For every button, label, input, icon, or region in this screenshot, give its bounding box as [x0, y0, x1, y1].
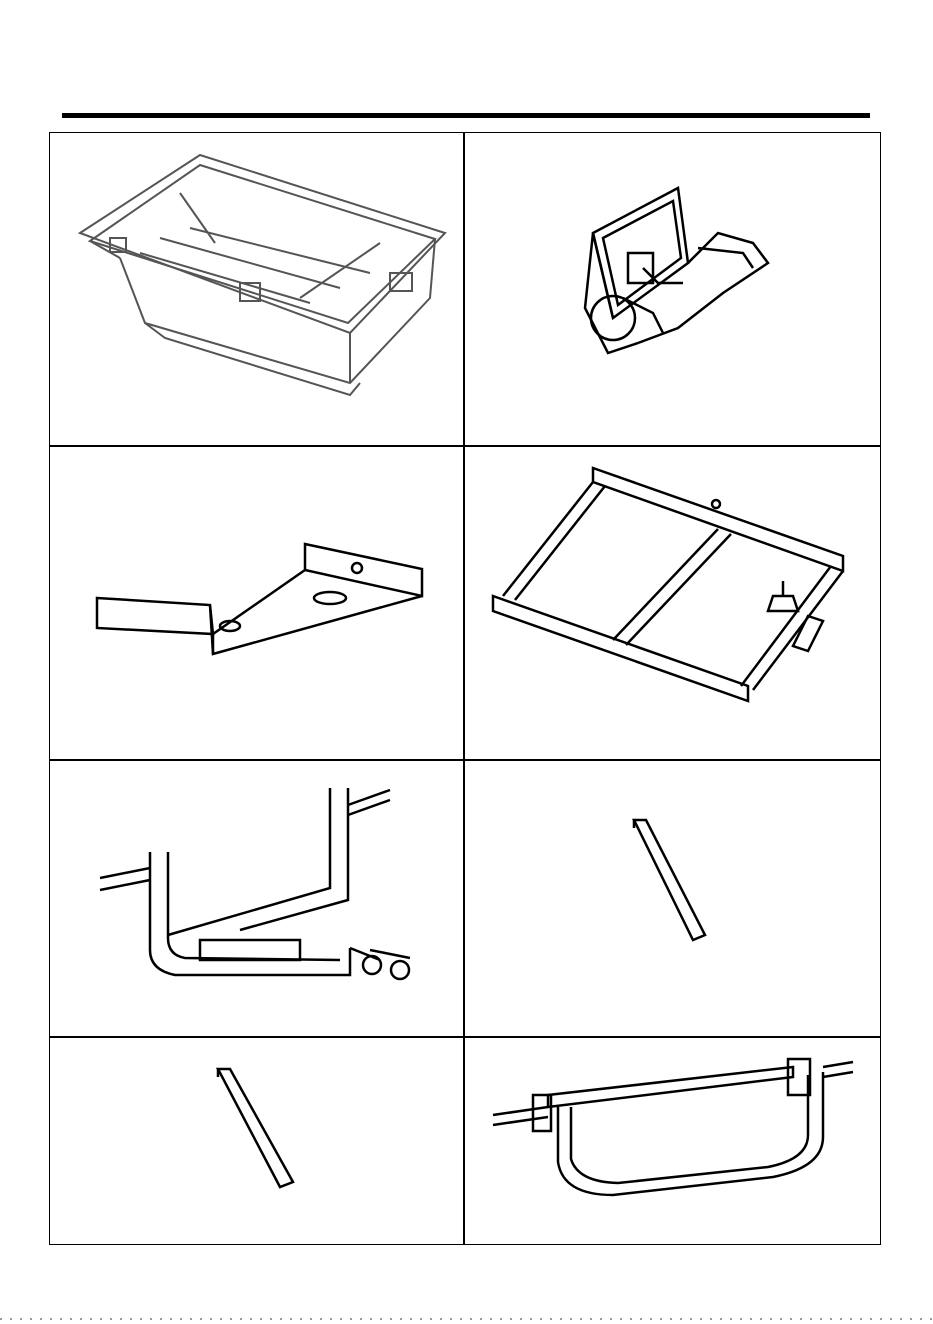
page-edge	[0, 1318, 933, 1320]
hitch-cover-icon	[463, 133, 882, 445]
rear-axle-frame-icon	[463, 1037, 882, 1246]
header-rule	[62, 113, 870, 118]
part-cell-frame	[463, 446, 882, 759]
part-cell-bar-short-2	[50, 1037, 463, 1246]
part-cell-plate	[50, 446, 463, 759]
part-cell-basket	[50, 133, 463, 445]
part-cell-rear-axle-frame	[463, 1037, 882, 1246]
basket-icon	[50, 133, 463, 445]
part-cell-front-axle-frame	[50, 760, 463, 1036]
frame-icon	[463, 446, 882, 759]
bar-short-1-icon	[463, 760, 882, 1036]
front-axle-frame-icon	[50, 760, 463, 1036]
bar-short-2-icon	[50, 1037, 463, 1246]
plate-icon	[50, 446, 463, 759]
part-cell-bar-short-1	[463, 760, 882, 1036]
part-cell-hitch-cover	[463, 133, 882, 445]
parts-grid	[49, 132, 881, 1245]
